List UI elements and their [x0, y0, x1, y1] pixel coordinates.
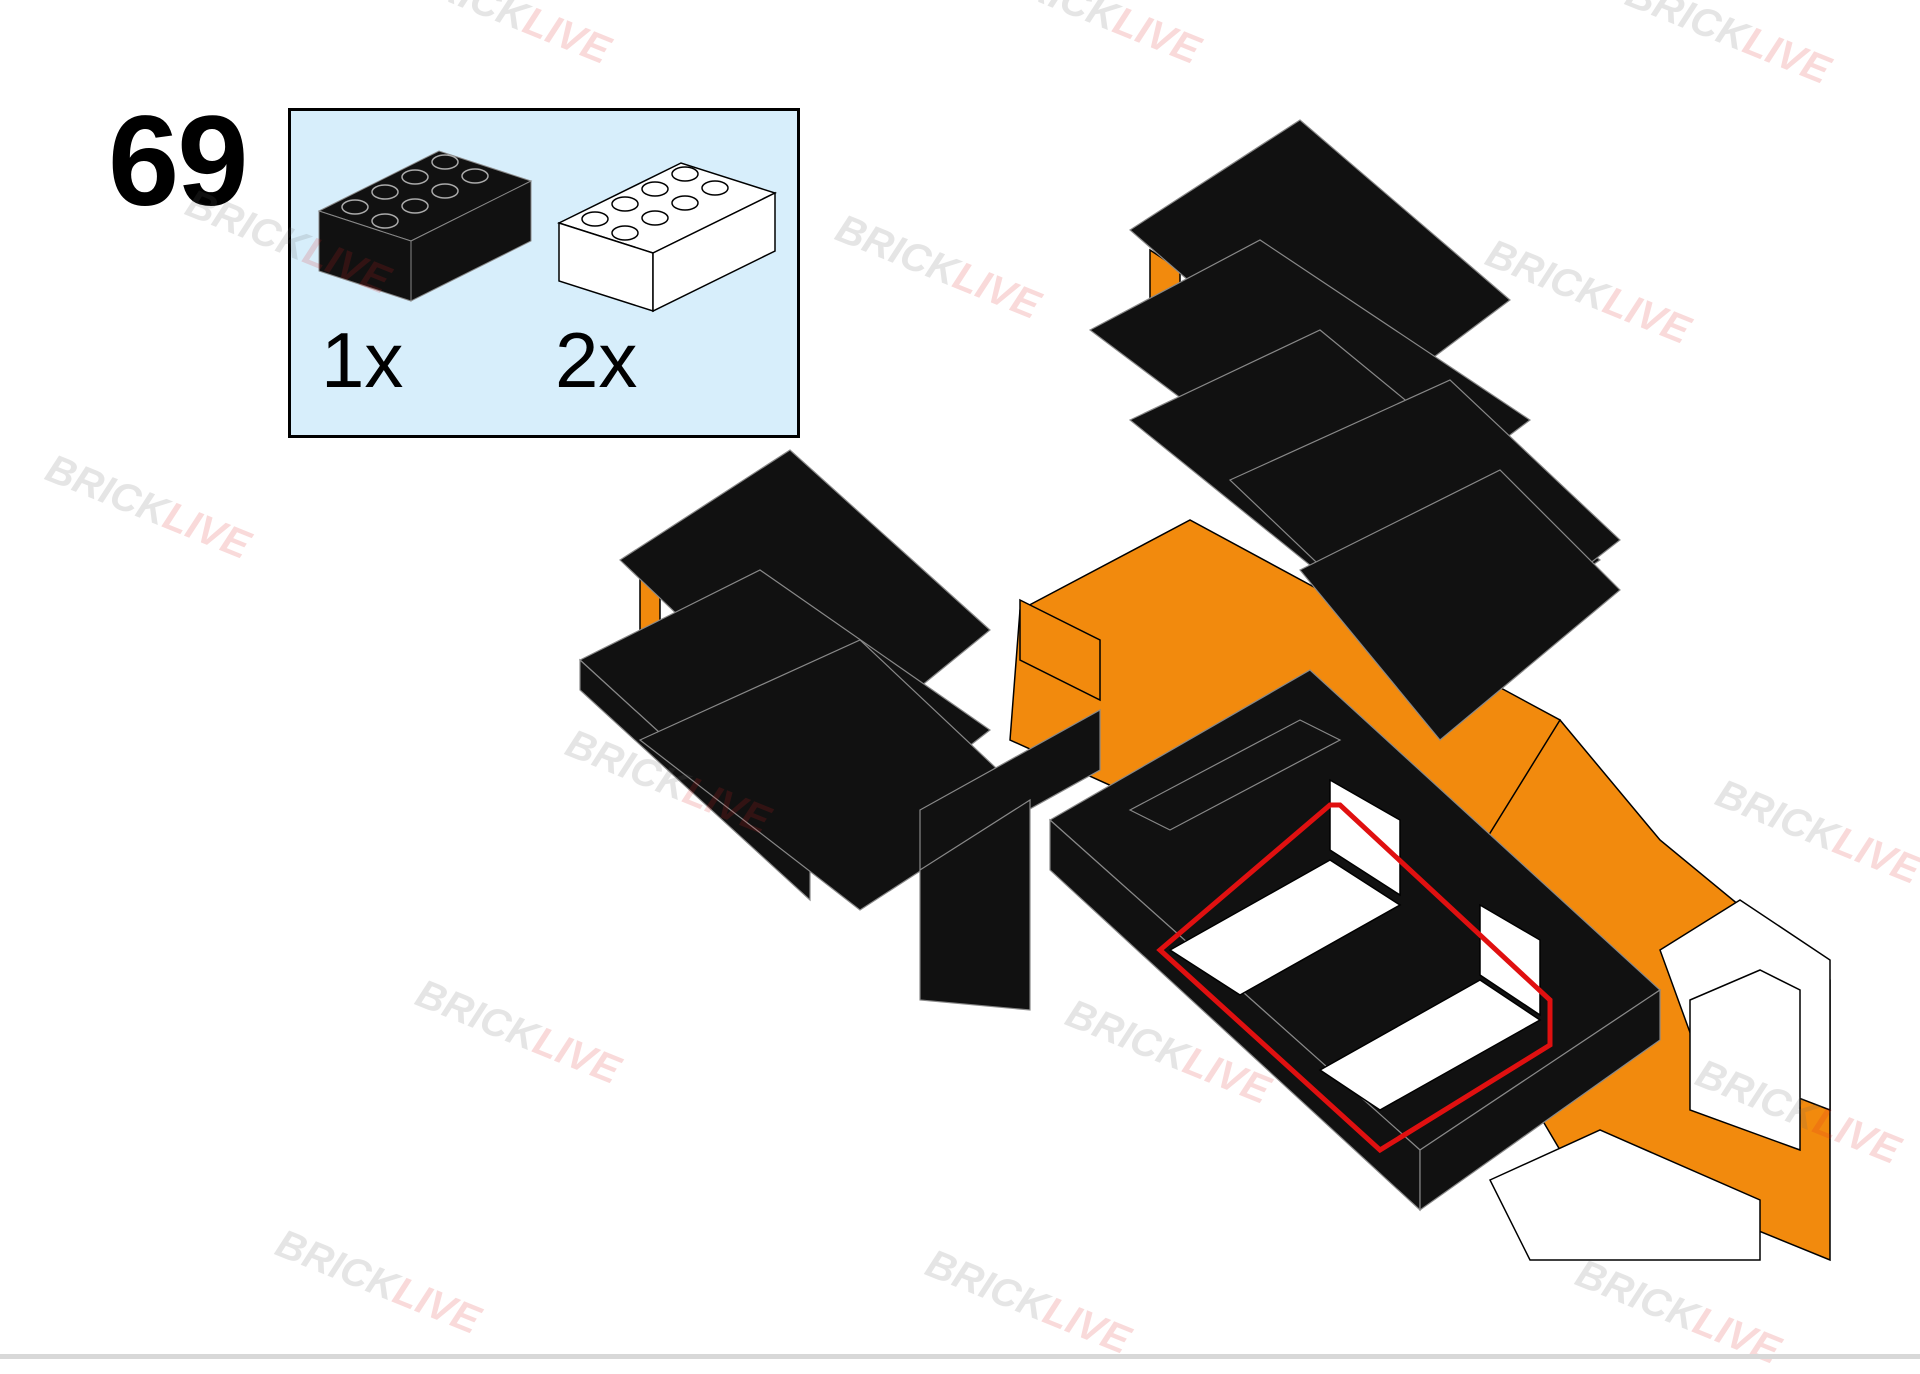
parts-callout: 1x 2x [288, 108, 800, 438]
black-brick-2x4-icon [317, 150, 533, 302]
left-black-wing [578, 449, 1101, 1011]
white-brick-quantity: 2x [555, 316, 638, 404]
upper-right-black-wing [1088, 119, 1621, 741]
black-brick-quantity: 1x [321, 316, 404, 404]
new-parts-highlight [1156, 802, 1553, 1154]
white-brick-2x4-icon [556, 162, 778, 313]
white-tail-bricks [1488, 899, 1831, 1261]
step-number: 69 [108, 90, 248, 233]
page-bottom-border [0, 1354, 1920, 1359]
parts-illustration [317, 150, 778, 313]
